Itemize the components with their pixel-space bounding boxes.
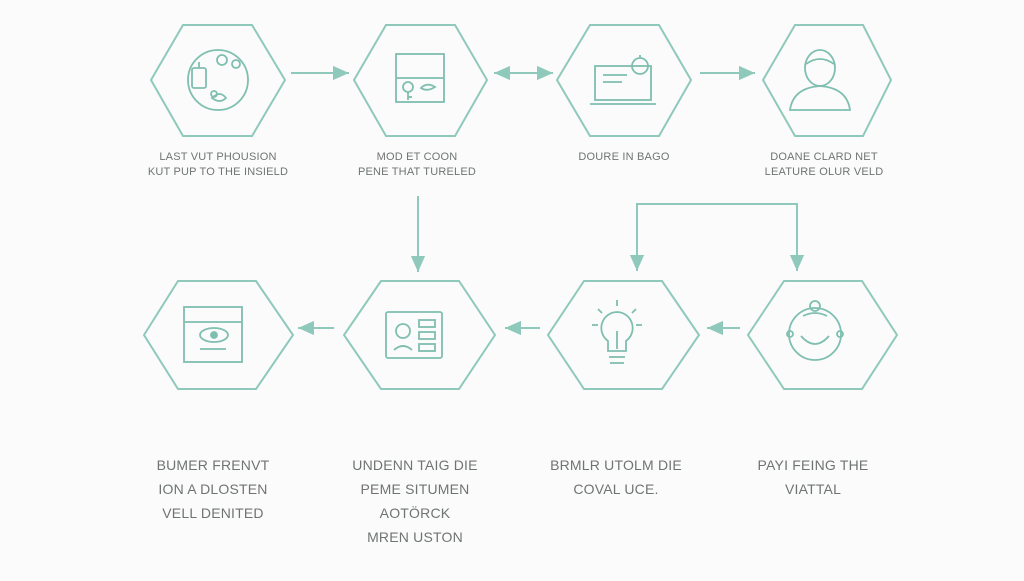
node-7-hexagon [546,280,701,390]
node-2-hexagon [352,24,489,137]
node-1-hexagon [149,24,287,137]
node-6-label-line-2: PEME SITUMEN [360,481,470,497]
node-8-label-line-1: PAYI FEING THE [757,457,869,473]
node-6-label-line-1: UNDENN TAIG DIE [352,457,478,473]
smiley-face-icon [786,300,844,361]
node-6-label-line-3: AOTÖRCK [379,505,451,521]
node-6-label: UNDENN TAIG DIE PEME SITUMEN AOTÖRCK MRE… [320,453,510,549]
node-7-label: BRMLR UTOLM DIE COVAL UCE. [521,453,711,501]
node-4-label: DOANE CLARD NET LEATURE OLUR VELD [734,150,914,180]
document-key-icon [395,53,445,103]
node-3-label: DOURE IN BAGO [534,150,714,165]
node-5-label-line-2: ION A DLOSTEN [158,481,268,497]
arrow-loop-7-8 [629,203,805,271]
node-5-label-line-3: VELL DENITED [162,505,264,521]
node-8-hexagon [746,280,899,390]
person-icon [788,49,852,111]
node-6-label-line-4: MREN USTON [367,529,463,545]
lightbulb-icon [592,300,642,364]
node-1-label-line-1: LAST VUT PHOUSION [159,151,277,163]
node-7-label-line-2: COVAL UCE. [573,481,659,497]
node-5-label-line-1: BUMER FRENVT [156,457,270,473]
gears-icon [187,49,249,111]
node-8-label: PAYI FEING THE VIATTAL [718,453,908,501]
node-3-hexagon [555,24,693,137]
box-icon [183,306,243,363]
node-2-label-line-2: PENE THAT TURELED [357,166,477,178]
laptop-icon [590,55,656,105]
node-5-hexagon [142,280,295,390]
node-1-label: LAST VUT PHOUSION KUT PUP TO THE INSIELD [128,150,308,180]
node-3-label-line-1: DOURE IN BAGO [578,151,670,163]
node-4-label-line-2: LEATURE OLUR VELD [764,166,884,178]
node-1-label-line-2: KUT PUP TO THE INSIELD [147,166,289,178]
node-7-label-line-1: BRMLR UTOLM DIE [550,457,682,473]
node-8-label-line-2: VIATTAL [784,481,842,497]
node-6-hexagon [342,280,497,390]
node-4-label-line-1: DOANE CLARD NET [770,151,878,163]
node-4-hexagon [761,24,893,137]
node-2-label-line-1: MOD ET COON [376,151,458,163]
profile-card-icon [385,311,443,359]
node-2-label: MOD ET COON PENE THAT TURELED [327,150,507,180]
node-5-label: BUMER FRENVT ION A DLOSTEN VELL DENITED [118,453,308,525]
